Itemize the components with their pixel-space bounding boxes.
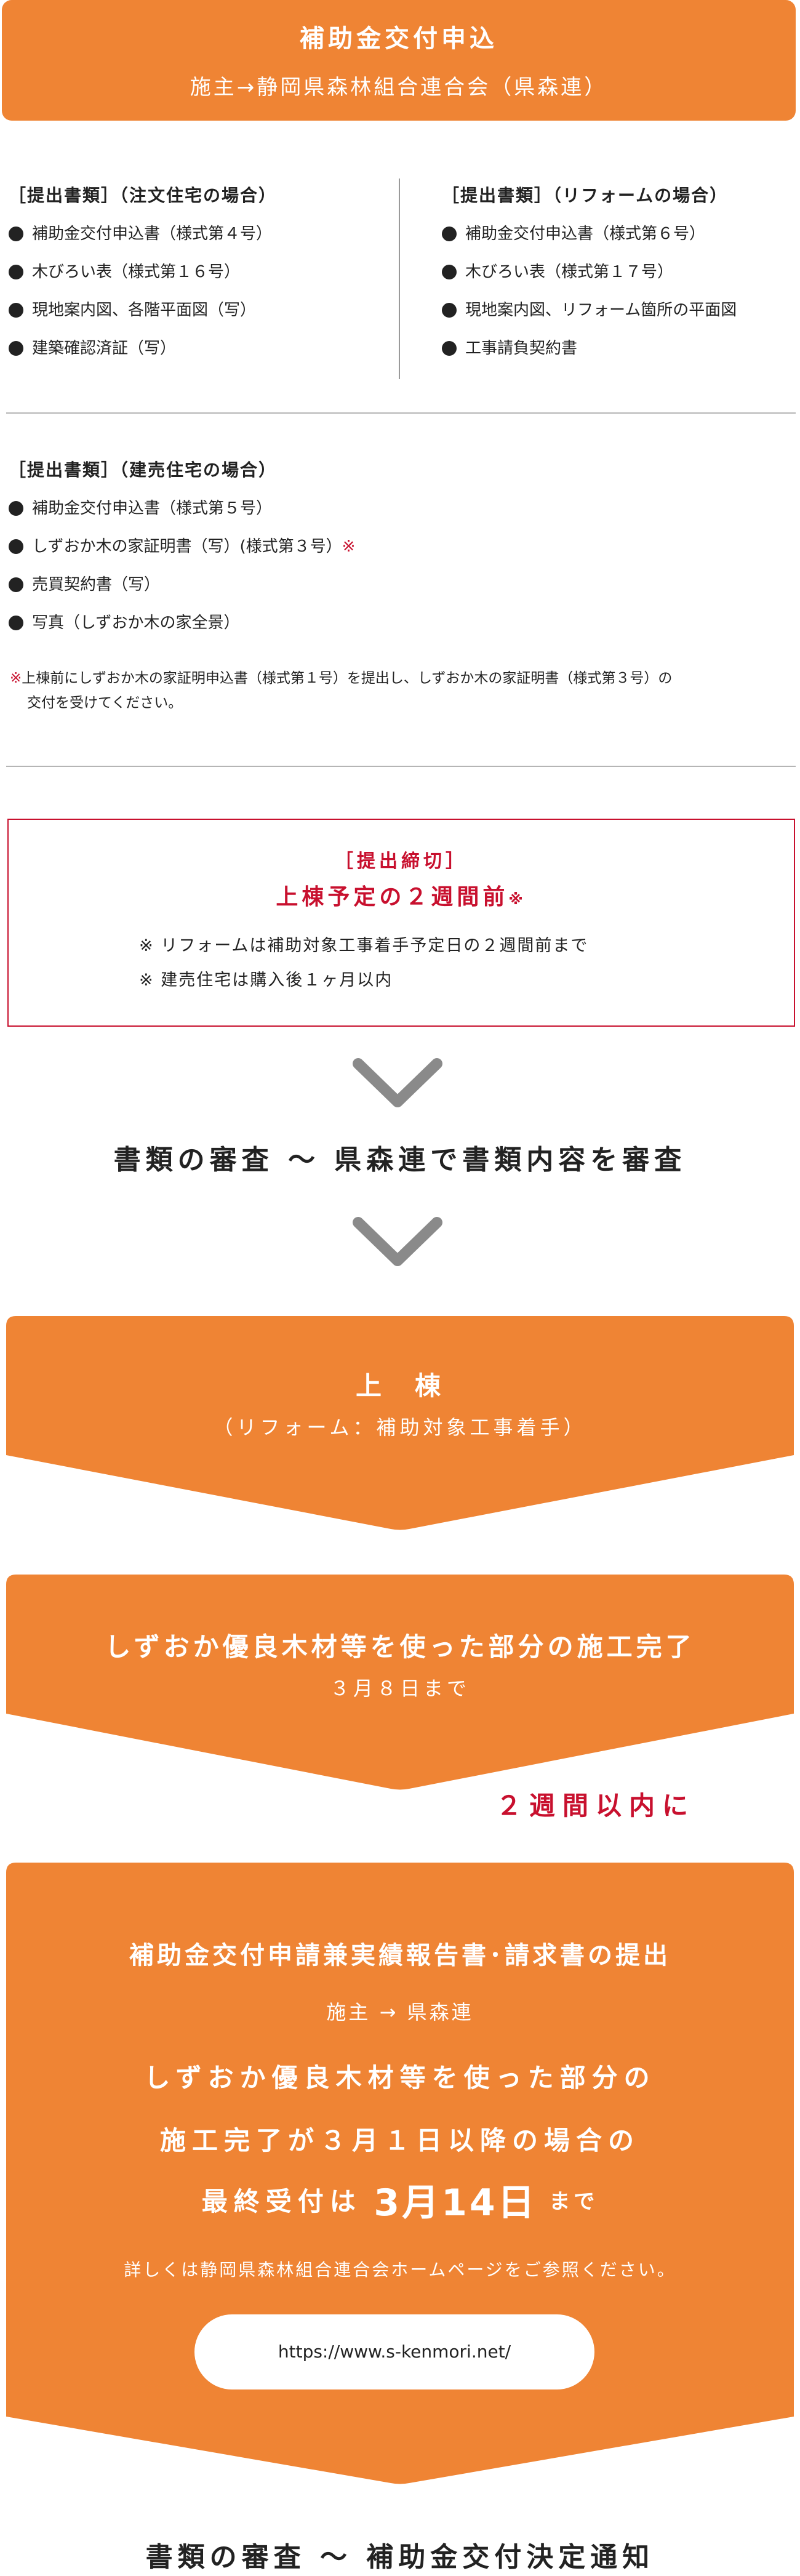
list-item: 工事請負契約書 xyxy=(442,340,796,357)
section-divider xyxy=(6,412,796,414)
review-step-1: 書類の審査 〜 県森連で書類内容を審査 xyxy=(113,1144,687,1176)
docs-reform-list: 補助金交付申込書（様式第６号） 木びろい表（様式第１７号） 現地案内図、リフォー… xyxy=(442,225,796,357)
completion-title: しずおか優良木材等を使った部分の施工完了 xyxy=(105,1632,695,1662)
list-item: 建築確認済証（写） xyxy=(9,340,390,357)
report-title: 補助金交付申請兼実績報告書･請求書の提出 xyxy=(129,1941,671,1970)
report-line-3: 最終受付は 3月14日 まで xyxy=(201,2181,599,2225)
list-item: 補助金交付申込書（様式第４号） xyxy=(9,225,390,243)
deadline-main: 上棟予定の２週間前※ xyxy=(276,885,527,910)
report-step: 補助金交付申請兼実績報告書･請求書の提出 施主 → 県森連 しずおか優良木材等を… xyxy=(6,1863,794,2486)
chevron-down-icon xyxy=(353,1217,442,1266)
section-divider xyxy=(6,766,796,767)
report-note: 詳しくは静岡県森林組合連合会ホームページをご参照ください。 xyxy=(124,2260,676,2280)
arrow-shape xyxy=(6,1316,794,1530)
list-item: 木びろい表（様式第１６号） xyxy=(9,263,390,281)
within-two-weeks: ２週間以内に xyxy=(496,1791,696,1821)
column-divider xyxy=(399,179,400,379)
review-step-2: 書類の審査 〜 補助金交付決定通知 xyxy=(145,2542,655,2573)
docs-custom-section: ［提出書類］（注文住宅の場合） 補助金交付申込書（様式第４号） 木びろい表（様式… xyxy=(9,182,390,378)
docs-custom-list: 補助金交付申込書（様式第４号） 木びろい表（様式第１６号） 現地案内図、各階平面… xyxy=(9,225,390,357)
docs-reform-section: ［提出書類］（リフォームの場合） 補助金交付申込書（様式第６号） 木びろい表（様… xyxy=(442,182,796,378)
list-item: 補助金交付申込書（様式第５号） xyxy=(9,500,790,517)
deadline-label: ［提出締切］ xyxy=(335,851,468,872)
deadline-note-reform: ※ リフォームは補助対象工事着手予定日の２週間前まで xyxy=(139,936,589,955)
header-title: 補助金交付申込 xyxy=(300,25,498,53)
header-subtitle: 施主→静岡県森林組合連合会（県森連） xyxy=(190,75,608,100)
final-deadline-date: 3月14日 xyxy=(374,2181,537,2225)
list-item: 現地案内図、リフォーム箇所の平面図 xyxy=(442,302,796,319)
list-item: 写真（しずおか木の家全景） xyxy=(9,614,790,632)
chevron-down-icon xyxy=(353,1058,442,1107)
docs-ready-list: 補助金交付申込書（様式第５号） しずおか木の家証明書（写）(様式第３号）※ 売買… xyxy=(9,500,790,632)
website-link[interactable]: https://www.s-kenmori.net/ xyxy=(194,2314,594,2389)
arrow-shape xyxy=(6,1575,794,1790)
list-item: 補助金交付申込書（様式第６号） xyxy=(442,225,796,243)
docs-ready-title: ［提出書類］（建売住宅の場合） xyxy=(9,460,278,480)
deadline-note-ready: ※ 建売住宅は購入後１ヶ月以内 xyxy=(139,971,393,990)
docs-custom-title: ［提出書類］（注文住宅の場合） xyxy=(9,185,278,206)
docs-reform-title: ［提出書類］（リフォームの場合） xyxy=(442,185,729,206)
completion-subtitle: ３月８日まで xyxy=(329,1677,470,1700)
ready-note: ※上棟前にしずおか木の家証明申込書（様式第１号）を提出し、しずおか木の家証明書（… xyxy=(10,670,673,711)
report-line-2: 施工完了が３月１日以降の場合の xyxy=(159,2125,640,2156)
report-route: 施主 → 県森連 xyxy=(326,2000,474,2024)
deadline-box: ［提出締切］ 上棟予定の２週間前※ ※ リフォームは補助対象工事着手予定日の２週… xyxy=(7,819,795,1027)
framing-subtitle: （リフォーム：補助対象工事着手） xyxy=(213,1416,587,1439)
reference-mark: ※ xyxy=(342,537,356,556)
framing-title: 上 棟 xyxy=(355,1371,444,1401)
list-item: 売買契約書（写） xyxy=(9,576,790,593)
list-item: しずおか木の家証明書（写）(様式第３号）※ xyxy=(9,538,790,555)
framing-step: 上 棟 （リフォーム：補助対象工事着手） xyxy=(6,1316,794,1531)
report-line-1: しずおか優良木材等を使った部分の xyxy=(144,2063,656,2093)
reference-mark: ※ xyxy=(10,670,22,686)
list-item: 木びろい表（様式第１７号） xyxy=(442,263,796,281)
list-item: 現地案内図、各階平面図（写） xyxy=(9,302,390,319)
header-banner: 補助金交付申込 施主→静岡県森林組合連合会（県森連） xyxy=(2,0,796,121)
completion-step: しずおか優良木材等を使った部分の施工完了 ３月８日まで xyxy=(6,1575,794,1791)
docs-ready-section: ［提出書類］（建売住宅の場合） 補助金交付申込書（様式第５号） しずおか木の家証… xyxy=(9,457,790,652)
